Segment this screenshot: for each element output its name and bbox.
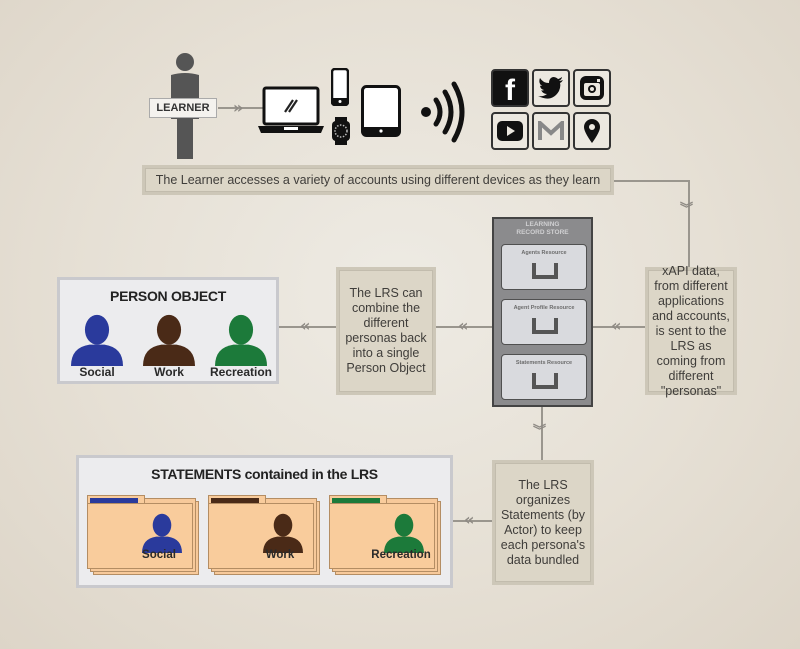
folder-front bbox=[208, 503, 314, 569]
folder-front bbox=[329, 503, 435, 569]
arrow-down-icon: ︾ bbox=[680, 202, 694, 217]
arrow-left-icon: « bbox=[611, 316, 622, 335]
folder-social-person-icon bbox=[139, 513, 185, 558]
organize-note: The LRS organizes Statements (by Actor) … bbox=[492, 460, 594, 585]
connector bbox=[688, 180, 690, 268]
lrs-title-line1: LEARNING bbox=[525, 221, 560, 228]
learner-label: LEARNER bbox=[149, 98, 217, 118]
combine-note: The LRS can combine the different person… bbox=[336, 267, 436, 395]
folder-label: Social bbox=[142, 549, 176, 561]
arrow-left-icon: « bbox=[458, 316, 469, 335]
drawer-handle-icon bbox=[532, 318, 558, 334]
combine-note-text: The LRS can combine the different person… bbox=[345, 286, 427, 375]
map-pin-icon bbox=[573, 112, 611, 150]
smartwatch-icon bbox=[331, 117, 351, 150]
learning-record-store: LEARNING RECORD STORE Agents Resource Ag… bbox=[492, 217, 593, 407]
xapi-note: xAPI data, from different applications a… bbox=[645, 264, 737, 398]
person-object-panel: PERSON OBJECT Social Work Recreation bbox=[57, 277, 279, 384]
folder-color-bar bbox=[211, 498, 259, 504]
facebook-icon: f bbox=[491, 69, 529, 107]
xapi-note-text: xAPI data, from different applications a… bbox=[652, 263, 730, 398]
persona-work-icon bbox=[139, 314, 199, 371]
person-object-title: PERSON OBJECT bbox=[110, 288, 226, 304]
persona-label: Recreation bbox=[209, 365, 273, 379]
connector bbox=[614, 180, 690, 182]
twitter-icon bbox=[532, 69, 570, 107]
smartphone-icon bbox=[330, 67, 350, 111]
learner-label-text: LEARNER bbox=[156, 102, 210, 114]
connector bbox=[278, 326, 336, 328]
laptop-icon bbox=[258, 86, 324, 139]
folder-recreation-person-icon bbox=[381, 513, 427, 558]
connector bbox=[436, 326, 492, 328]
folder-label: Recreation bbox=[371, 549, 431, 561]
caption-text: The Learner accesses a variety of accoun… bbox=[155, 172, 601, 187]
drawer-agents-resource[interactable]: Agents Resource bbox=[501, 244, 587, 290]
drawer-agent-profile-resource[interactable]: Agent Profile Resource bbox=[501, 299, 587, 345]
drawer-statements-resource[interactable]: Statements Resource bbox=[501, 354, 587, 400]
drawer-label: Agents Resource bbox=[521, 250, 567, 256]
persona-recreation-icon bbox=[211, 314, 271, 371]
arrow-left-icon: « bbox=[464, 510, 475, 529]
folder-label: Work bbox=[265, 549, 295, 561]
drawer-label: Agent Profile Resource bbox=[513, 305, 575, 311]
connector bbox=[593, 326, 645, 328]
drawer-handle-icon bbox=[532, 373, 558, 389]
connector bbox=[541, 407, 543, 462]
folder-color-bar bbox=[90, 498, 138, 504]
caption-bar: The Learner accesses a variety of accoun… bbox=[142, 165, 614, 195]
statements-panel: STATEMENTS contained in the LRS Social Wo… bbox=[76, 455, 453, 588]
drawer-label: Statements Resource bbox=[515, 360, 573, 366]
persona-label: Work bbox=[154, 365, 184, 379]
lrs-title: LEARNING RECORD STORE bbox=[494, 221, 591, 237]
instagram-icon bbox=[573, 69, 611, 107]
lrs-title-line2: RECORD STORE bbox=[516, 229, 569, 236]
wireless-signal-icon bbox=[418, 80, 470, 149]
persona-social-icon bbox=[67, 314, 127, 371]
gmail-icon bbox=[532, 112, 570, 150]
folder-work-person-icon bbox=[260, 513, 306, 558]
connector bbox=[452, 520, 492, 522]
arrow-down-icon: ︾ bbox=[533, 424, 547, 439]
youtube-icon bbox=[491, 112, 529, 150]
drawer-handle-icon bbox=[532, 263, 558, 279]
arrow-left-icon: « bbox=[300, 316, 311, 335]
statement-folder-social[interactable]: Social bbox=[87, 495, 199, 575]
tablet-icon bbox=[361, 85, 401, 142]
persona-label: Social bbox=[79, 365, 115, 379]
connector bbox=[218, 107, 264, 109]
organize-note-text: The LRS organizes Statements (by Actor) … bbox=[500, 477, 586, 567]
folder-color-bar bbox=[332, 498, 380, 504]
statements-title: STATEMENTS contained in the LRS bbox=[151, 466, 378, 482]
statement-folder-work[interactable]: Work bbox=[208, 495, 320, 575]
arrow-right-icon: » bbox=[233, 98, 244, 117]
statement-folder-recreation[interactable]: Recreation bbox=[329, 495, 441, 575]
folder-front bbox=[87, 503, 193, 569]
